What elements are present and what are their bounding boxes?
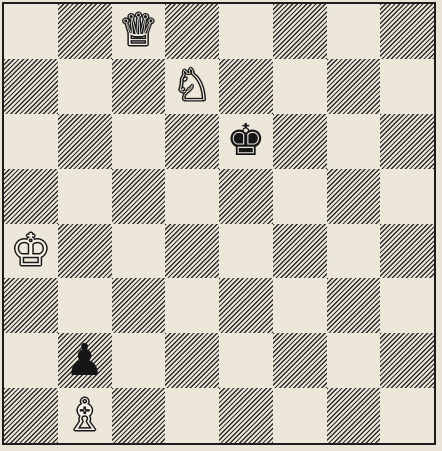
square-e8[interactable] xyxy=(219,4,273,59)
chessboard-frame: ♕ ♘ ♚ ♔ ♟ ♗ xyxy=(2,2,436,445)
square-b2[interactable]: ♟ xyxy=(58,333,112,388)
square-b1[interactable]: ♗ xyxy=(58,388,112,443)
square-b8[interactable] xyxy=(58,4,112,59)
square-b7[interactable] xyxy=(58,59,112,114)
square-f6[interactable] xyxy=(273,114,327,169)
square-a2[interactable] xyxy=(4,333,58,388)
white-knight-glyph: ♘ xyxy=(172,64,211,108)
square-c4[interactable] xyxy=(112,224,166,279)
chessboard: ♕ ♘ ♚ ♔ ♟ ♗ xyxy=(4,4,434,443)
square-g2[interactable] xyxy=(327,333,381,388)
square-e7[interactable] xyxy=(219,59,273,114)
square-f7[interactable] xyxy=(273,59,327,114)
square-b4[interactable] xyxy=(58,224,112,279)
square-f1[interactable] xyxy=(273,388,327,443)
square-g5[interactable] xyxy=(327,169,381,224)
white-king-glyph: ♔ xyxy=(11,229,50,273)
square-f8[interactable] xyxy=(273,4,327,59)
square-a7[interactable] xyxy=(4,59,58,114)
square-c6[interactable] xyxy=(112,114,166,169)
square-b6[interactable] xyxy=(58,114,112,169)
square-h8[interactable] xyxy=(380,4,434,59)
square-h7[interactable] xyxy=(380,59,434,114)
square-h4[interactable] xyxy=(380,224,434,279)
square-a1[interactable] xyxy=(4,388,58,443)
square-d4[interactable] xyxy=(165,224,219,279)
square-c1[interactable] xyxy=(112,388,166,443)
square-d2[interactable] xyxy=(165,333,219,388)
square-d3[interactable] xyxy=(165,278,219,333)
black-king-icon[interactable]: ♚ xyxy=(219,114,273,169)
square-e5[interactable] xyxy=(219,169,273,224)
square-f4[interactable] xyxy=(273,224,327,279)
white-knight-icon[interactable]: ♘ xyxy=(165,59,219,114)
square-f3[interactable] xyxy=(273,278,327,333)
white-king-icon[interactable]: ♔ xyxy=(4,224,58,279)
square-g3[interactable] xyxy=(327,278,381,333)
square-e4[interactable] xyxy=(219,224,273,279)
square-f2[interactable] xyxy=(273,333,327,388)
black-pawn-icon[interactable]: ♟ xyxy=(58,333,112,388)
square-g4[interactable] xyxy=(327,224,381,279)
square-a8[interactable] xyxy=(4,4,58,59)
square-g6[interactable] xyxy=(327,114,381,169)
black-pawn-glyph: ♟ xyxy=(65,339,104,383)
square-d1[interactable] xyxy=(165,388,219,443)
square-c8[interactable]: ♕ xyxy=(112,4,166,59)
square-g8[interactable] xyxy=(327,4,381,59)
square-a4[interactable]: ♔ xyxy=(4,224,58,279)
square-h1[interactable] xyxy=(380,388,434,443)
square-c5[interactable] xyxy=(112,169,166,224)
square-g1[interactable] xyxy=(327,388,381,443)
square-g7[interactable] xyxy=(327,59,381,114)
square-e1[interactable] xyxy=(219,388,273,443)
square-b5[interactable] xyxy=(58,169,112,224)
white-queen-glyph: ♕ xyxy=(119,9,158,53)
square-b3[interactable] xyxy=(58,278,112,333)
square-h2[interactable] xyxy=(380,333,434,388)
square-a3[interactable] xyxy=(4,278,58,333)
square-h6[interactable] xyxy=(380,114,434,169)
square-e3[interactable] xyxy=(219,278,273,333)
square-c2[interactable] xyxy=(112,333,166,388)
black-king-glyph: ♚ xyxy=(226,119,265,163)
square-c3[interactable] xyxy=(112,278,166,333)
square-a5[interactable] xyxy=(4,169,58,224)
square-c7[interactable] xyxy=(112,59,166,114)
square-h3[interactable] xyxy=(380,278,434,333)
square-f5[interactable] xyxy=(273,169,327,224)
square-a6[interactable] xyxy=(4,114,58,169)
square-e6[interactable]: ♚ xyxy=(219,114,273,169)
square-e2[interactable] xyxy=(219,333,273,388)
square-d8[interactable] xyxy=(165,4,219,59)
square-d7[interactable]: ♘ xyxy=(165,59,219,114)
square-d6[interactable] xyxy=(165,114,219,169)
white-bishop-icon[interactable]: ♗ xyxy=(58,388,112,443)
square-d5[interactable] xyxy=(165,169,219,224)
square-h5[interactable] xyxy=(380,169,434,224)
white-bishop-glyph: ♗ xyxy=(65,394,104,438)
white-queen-icon[interactable]: ♕ xyxy=(112,4,166,59)
